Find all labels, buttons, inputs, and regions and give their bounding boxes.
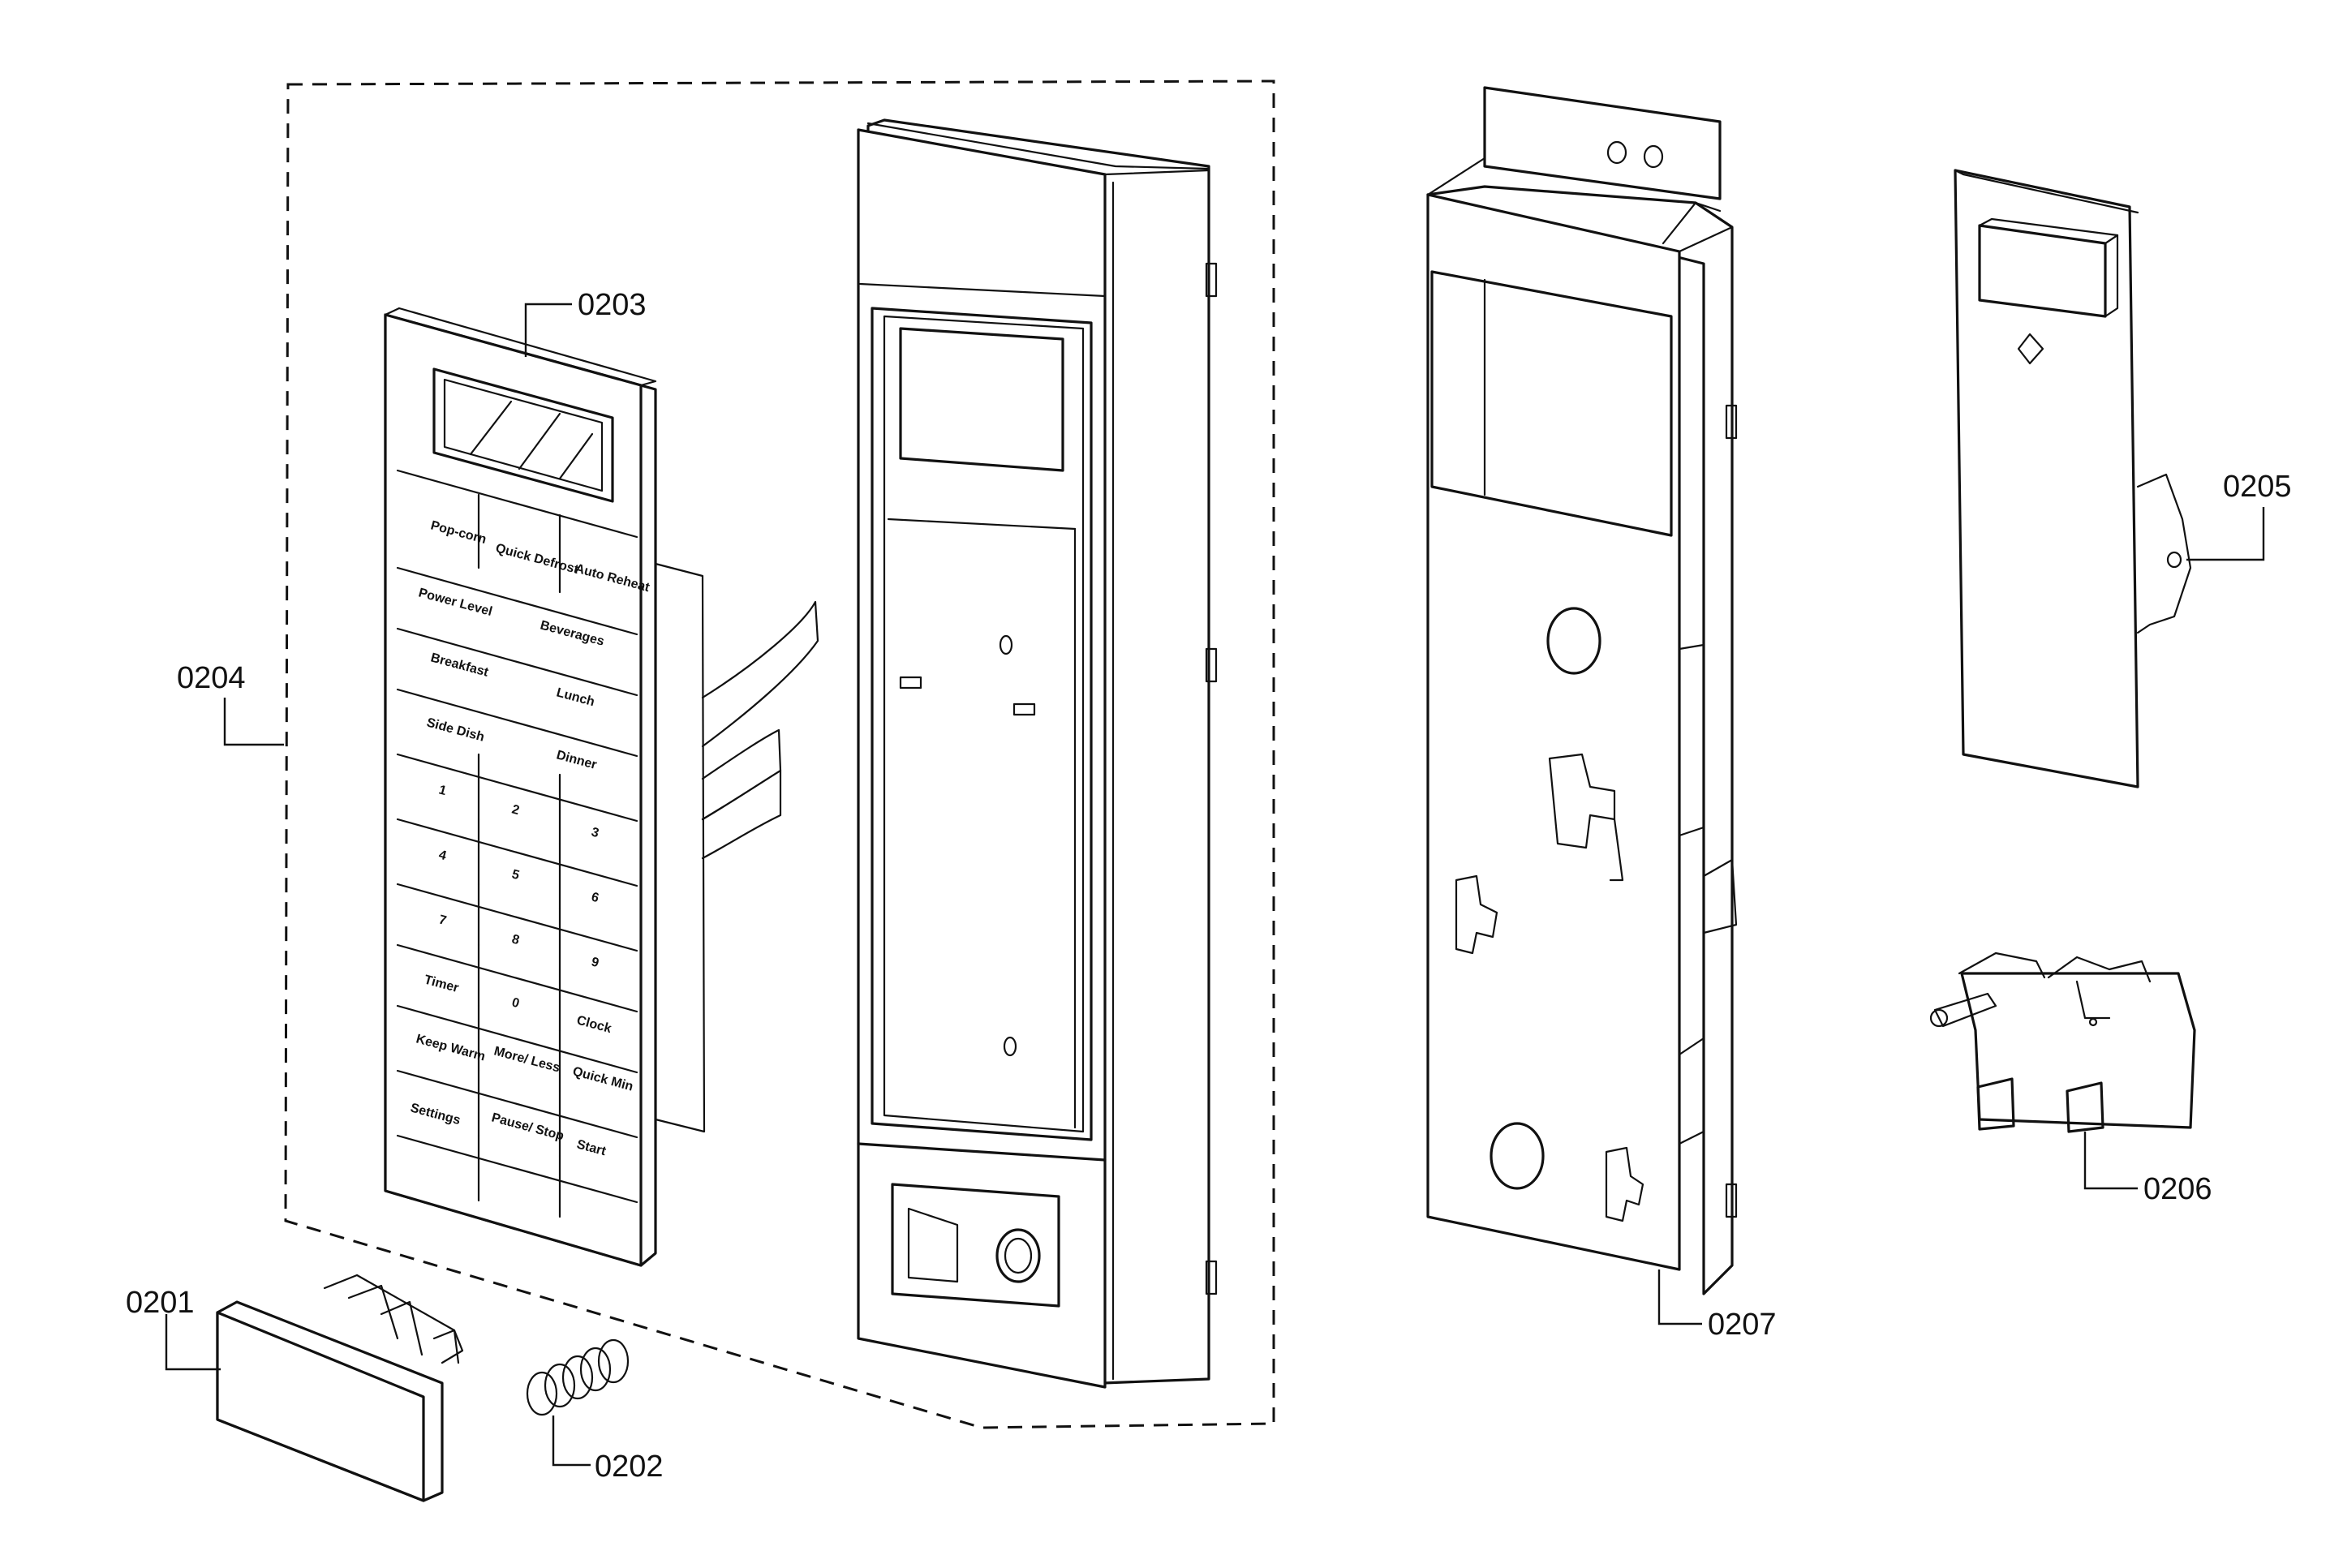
key-1: 1: [437, 783, 448, 798]
key-7: 7: [437, 913, 448, 928]
key-2: 2: [510, 802, 521, 818]
leader-0207: [1657, 1269, 1702, 1325]
pcb-display-board: [1954, 169, 2192, 788]
leader-0206: [2083, 1132, 2138, 1190]
key-9: 9: [590, 955, 600, 970]
part-label-0202: 0202: [595, 1450, 664, 1484]
leader-0204: [223, 698, 284, 746]
leader-0202: [552, 1415, 591, 1467]
keypad-membrane-panel: Pop-corn Quick Defrost Auto Reheat Power…: [384, 307, 819, 1267]
part-label-0205: 0205: [2223, 470, 2292, 504]
key-6: 6: [590, 890, 600, 905]
part-label-0203: 0203: [578, 288, 647, 322]
coil-spring: [526, 1338, 630, 1416]
part-label-0204: 0204: [177, 661, 246, 695]
key-0: 0: [510, 995, 521, 1011]
assembly-boundary-dashed: [284, 79, 1275, 1429]
control-panel-frame: [857, 118, 1218, 1389]
key-3: 3: [590, 825, 600, 840]
leader-0205: [2186, 507, 2265, 561]
part-label-0206: 0206: [2143, 1172, 2212, 1206]
switch-bracket: [1929, 952, 2196, 1133]
part-label-0207: 0207: [1708, 1308, 1777, 1342]
control-bracket: [1426, 86, 1738, 1295]
key-4: 4: [437, 848, 448, 863]
leader-0201: [165, 1314, 221, 1371]
key-5: 5: [510, 867, 521, 883]
leader-0203: [524, 303, 572, 357]
door-release-button: [216, 1274, 464, 1502]
part-label-0201: 0201: [126, 1286, 195, 1320]
key-8: 8: [510, 932, 521, 947]
